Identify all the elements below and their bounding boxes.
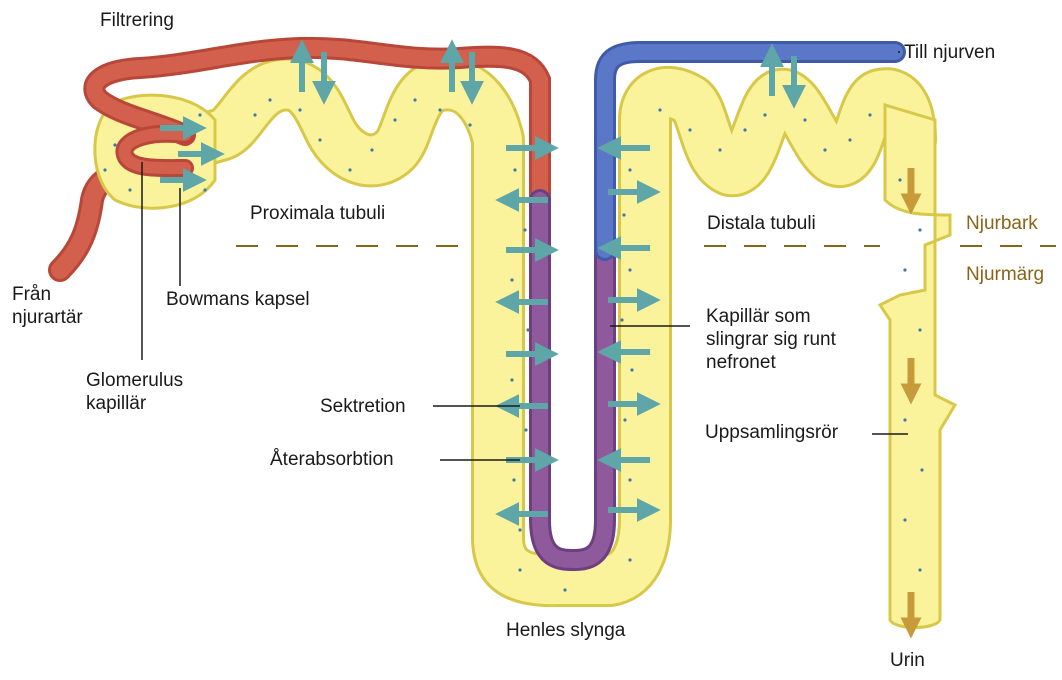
label-sektretion: Sektretion: [320, 396, 406, 419]
solute-dot: [510, 378, 513, 381]
solute-dot: [253, 113, 256, 116]
solute-dot: [658, 108, 661, 111]
label-njurbark: Njurbark: [966, 213, 1038, 236]
solute-dot: [823, 148, 826, 151]
solute-dot: [438, 108, 441, 111]
label-bowmans-kapsel: Bowmans kapsel: [166, 289, 310, 312]
solute-dot: [620, 318, 623, 321]
solute-dot: [370, 148, 373, 151]
solute-dot: [628, 558, 631, 561]
solute-dot: [393, 118, 396, 121]
label-distala-tubuli: Distala tubuli: [707, 213, 816, 236]
solute-dot: [518, 568, 521, 571]
solute-dot: [526, 328, 529, 331]
collecting-duct: [880, 105, 955, 628]
solute-dot: [868, 113, 871, 116]
solute-dot: [268, 98, 271, 101]
solute-dot: [743, 128, 746, 131]
solute-dot: [903, 418, 906, 421]
solute-dot: [630, 368, 633, 371]
label-njurmarg: Njurmärg: [966, 264, 1044, 287]
label-kapillar-som-slingrar: Kapillär som slingrar sig runt nefronet: [706, 306, 866, 374]
solute-dot: [628, 168, 631, 171]
solute-dot: [198, 113, 201, 116]
label-fran-njurartar: Från njurartär: [12, 284, 124, 330]
label-henles-slynga: Henles slynga: [506, 620, 625, 643]
solute-dot: [918, 328, 921, 331]
solute-dot: [128, 188, 131, 191]
solute-dot: [903, 518, 906, 521]
label-proximala-tubuli: Proximala tubuli: [250, 203, 385, 226]
solute-dot: [524, 428, 527, 431]
label-aterabsorbtion: Återabsorbtion: [270, 449, 394, 472]
solute-dot: [468, 123, 471, 126]
solute-dot: [918, 228, 921, 231]
solute-dot: [688, 128, 691, 131]
solute-dot: [622, 213, 625, 216]
label-glomerulus-kapillar: Glomerulus kapillär: [86, 370, 206, 416]
solute-dot: [803, 118, 806, 121]
solute-dot: [103, 168, 106, 171]
label-urin: Urin: [890, 650, 925, 673]
solute-dot: [318, 138, 321, 141]
solute-dot: [523, 228, 526, 231]
solute-dot: [413, 98, 416, 101]
solute-dot: [623, 418, 626, 421]
solute-dot: [718, 148, 721, 151]
solute-dot: [113, 143, 116, 146]
label-filtrering: Filtrering: [100, 10, 174, 33]
label-uppsamlingsror: Uppsamlingsrör: [705, 422, 838, 445]
solute-dot: [628, 478, 631, 481]
solute-dot: [510, 278, 513, 281]
solute-dot: [848, 138, 851, 141]
solute-dot: [628, 268, 631, 271]
solute-dot: [298, 108, 301, 111]
solute-dot: [513, 168, 516, 171]
solute-dot: [918, 568, 921, 571]
solute-dot: [563, 588, 566, 591]
label-till-njurven: Till njurven: [904, 42, 995, 65]
solute-dot: [348, 168, 351, 171]
solute-dot: [203, 188, 206, 191]
solute-dot: [512, 478, 515, 481]
solute-dot: [898, 178, 901, 181]
solute-dot: [763, 113, 766, 116]
solute-dot: [920, 468, 923, 471]
solute-dot: [903, 268, 906, 271]
solute-dot: [518, 528, 521, 531]
